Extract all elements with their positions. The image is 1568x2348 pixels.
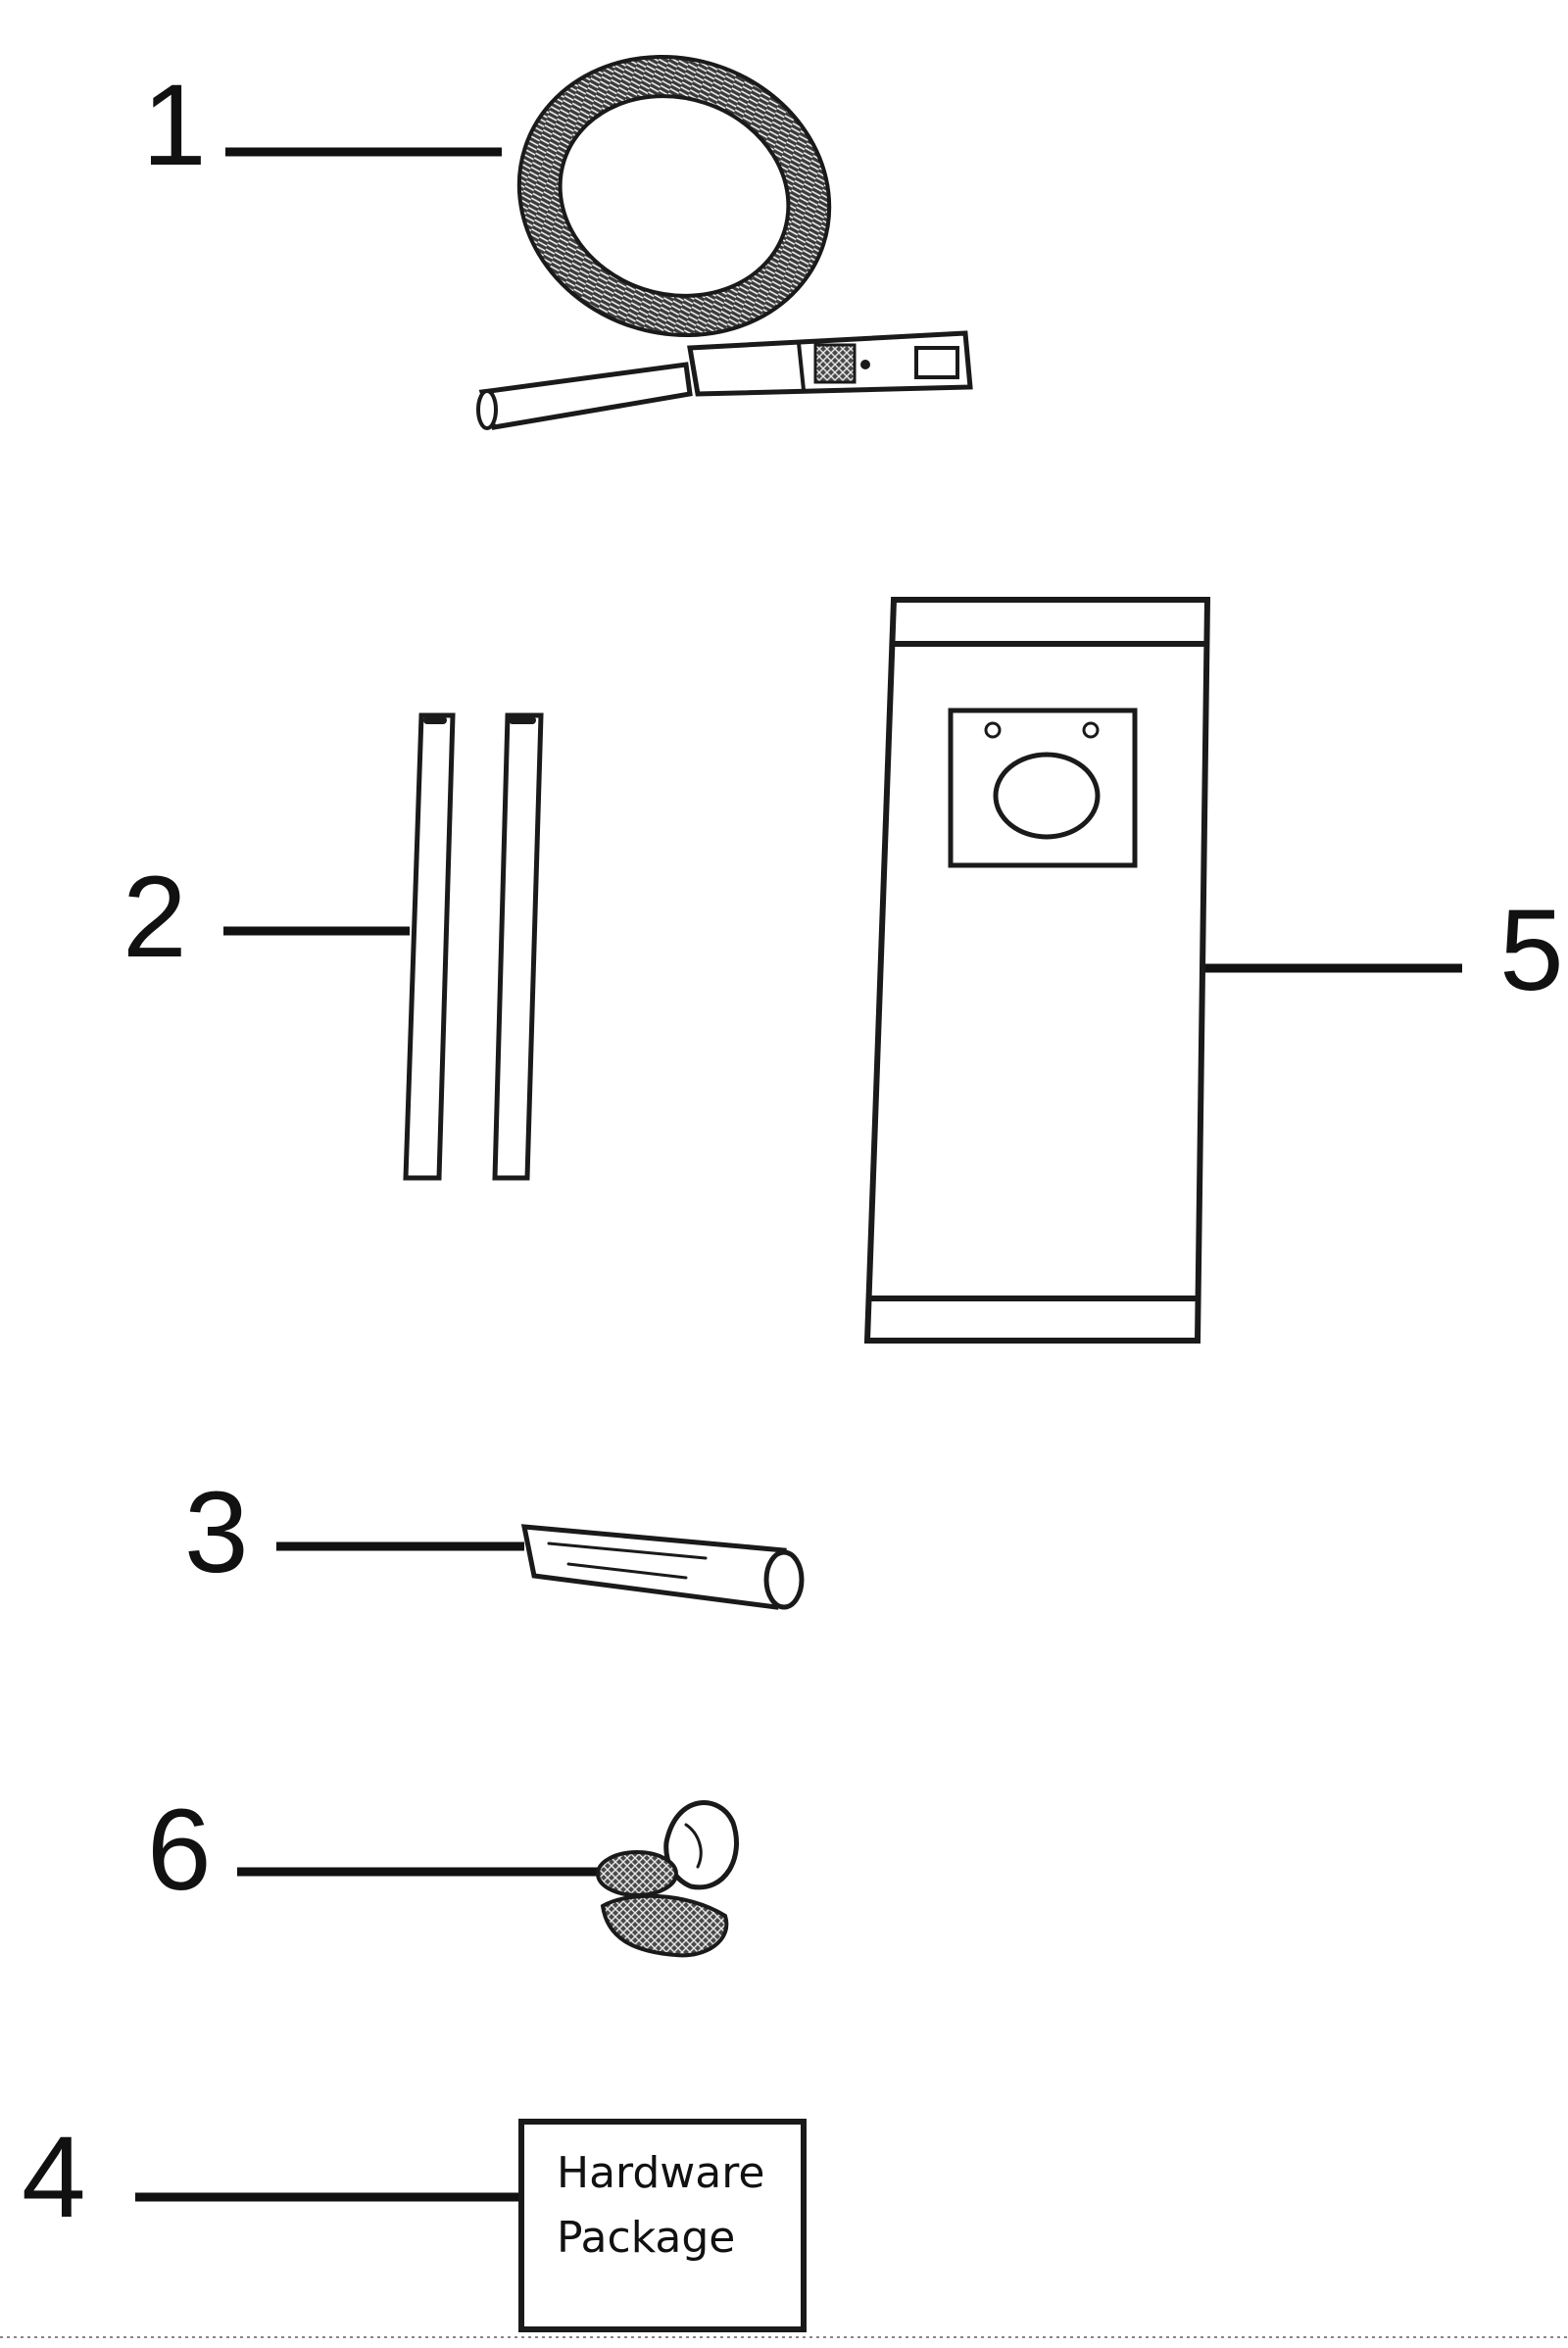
rod-left (403, 712, 456, 1181)
fitting-band (797, 341, 806, 392)
callout-label-1: 1 (142, 61, 207, 190)
callout-label-2: 2 (122, 853, 187, 982)
fitting-screw (860, 360, 870, 369)
callout-label-3: 3 (184, 1468, 249, 1597)
part-2-rods: 2 (122, 712, 544, 1181)
hose-tail (478, 362, 693, 430)
part-5-main-housing: 5 (863, 597, 1564, 1344)
part-4-hardware-package: 4 Hardware Package (22, 2113, 807, 2332)
housing-screw-right (1082, 721, 1100, 739)
hardware-package-box (518, 2119, 807, 2332)
part-6-wing-nut: 6 (147, 1785, 739, 1958)
fitting-nut (813, 343, 857, 384)
rod-right (492, 712, 544, 1181)
callout-label-6: 6 (147, 1785, 212, 1915)
hardware-package-label-line2: Package (557, 2213, 735, 2263)
housing-round-port (993, 752, 1101, 840)
fitting-tip (914, 346, 959, 379)
pin-shaft (520, 1524, 787, 1610)
wing-shading (684, 1823, 703, 1869)
part-3-pin: 3 (184, 1468, 805, 1610)
hose-tail-end (476, 389, 498, 430)
housing-screw-left (984, 721, 1002, 739)
wing-nut-hub (596, 1850, 678, 1897)
wing-nut-wing-lower (600, 1893, 729, 1958)
pin-head (763, 1549, 805, 1610)
hardware-package-label-line1: Hardware (557, 2148, 764, 2198)
hose-coil-opening (558, 94, 791, 298)
part-1-coiled-hose: 1 (142, 54, 973, 430)
callout-label-4: 4 (22, 2113, 86, 2242)
pin-texture (547, 1541, 708, 1580)
callout-label-5: 5 (1499, 886, 1564, 1015)
